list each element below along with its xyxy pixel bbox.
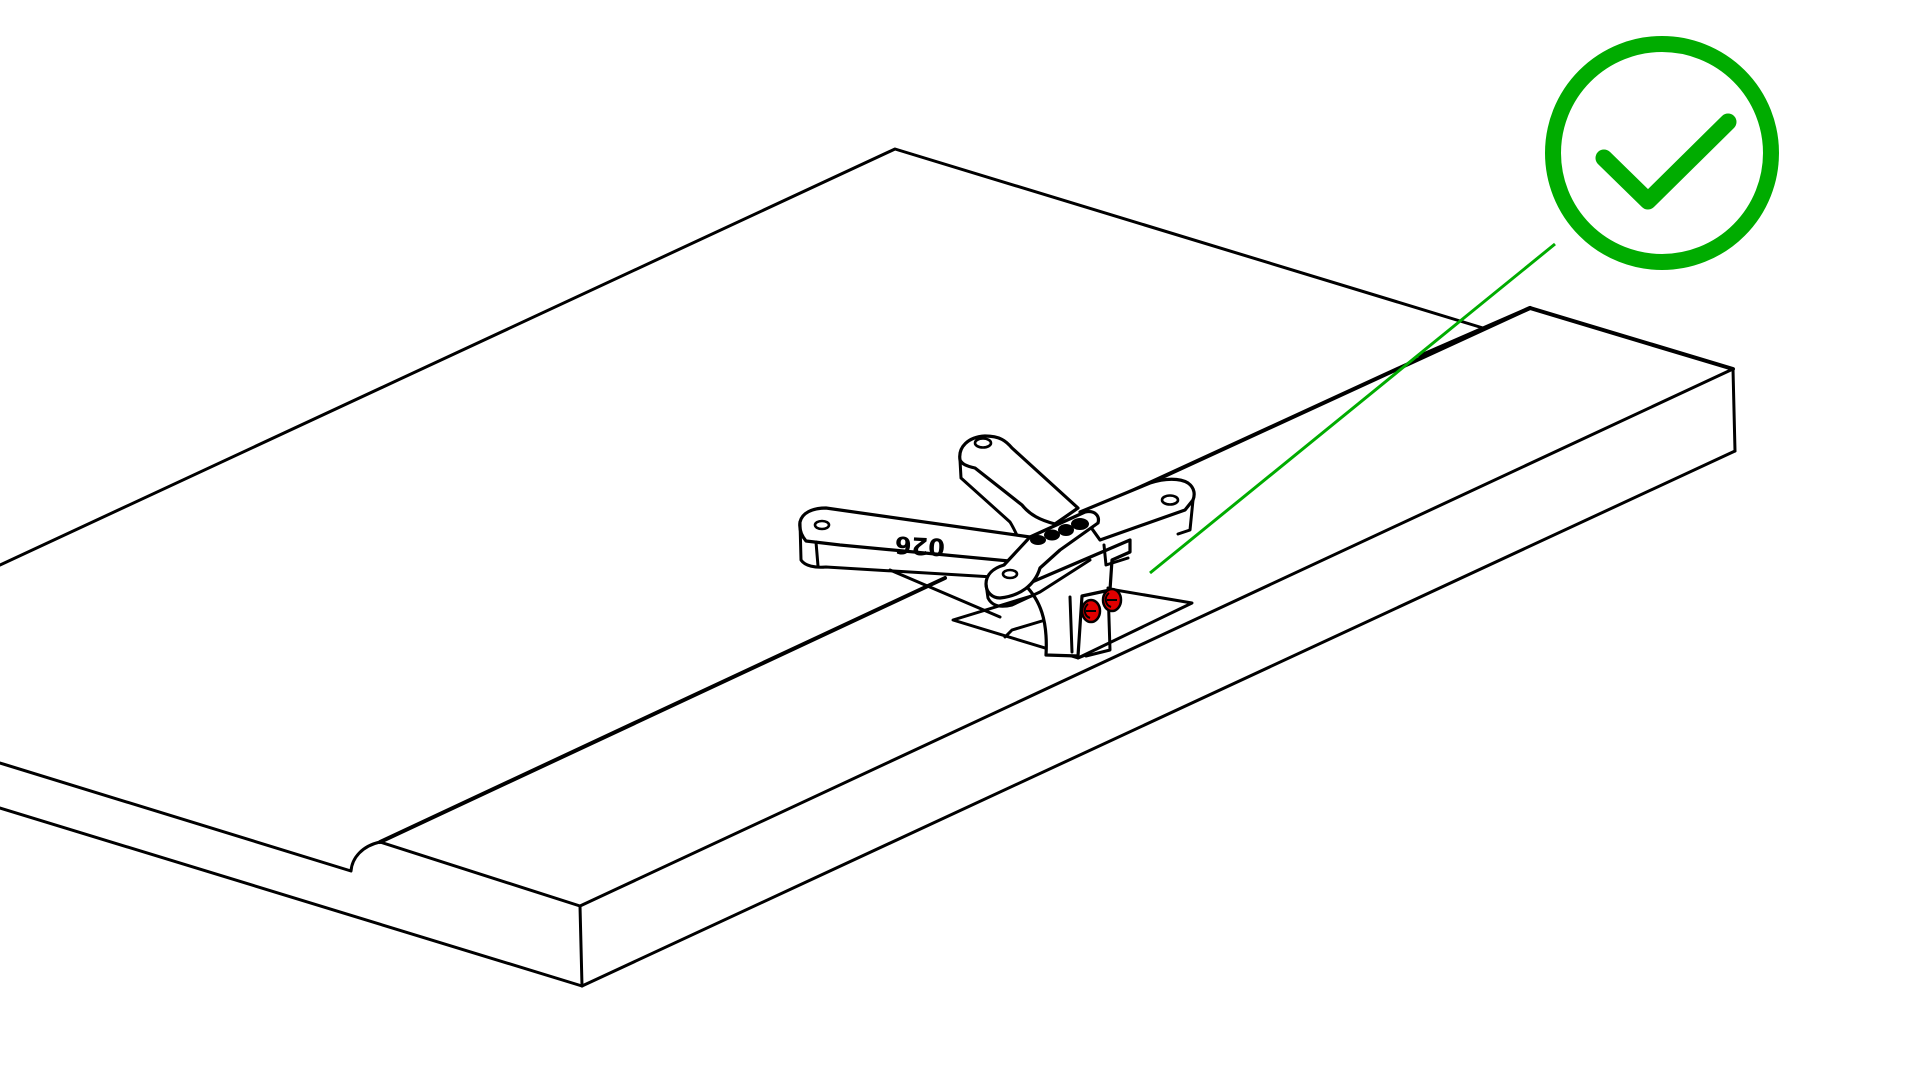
screw-icon	[1101, 587, 1123, 613]
screw-icon	[1080, 598, 1102, 624]
monitor-left-lower-edge	[0, 806, 584, 988]
callout-leader-line	[1149, 242, 1556, 575]
monitor-front-corner	[578, 904, 584, 988]
bracket-hole	[813, 519, 831, 531]
bracket-hole	[1001, 568, 1019, 580]
monitor-channel-edge	[378, 576, 947, 844]
bracket-screws	[1080, 587, 1123, 624]
check-circle-icon	[1545, 36, 1779, 270]
monitor-back-panel-outline	[0, 147, 1485, 567]
bracket-arm-right	[1078, 477, 1196, 542]
check-mark-icon	[1595, 113, 1737, 210]
correct-indicator	[1149, 36, 1779, 575]
monitor-channel-edge-upper	[1093, 306, 1532, 510]
monitor-right-edge	[1731, 367, 1737, 453]
bracket-center-engraving	[1030, 518, 1089, 545]
bracket-hole	[973, 437, 993, 449]
monitor-front-bottom-edge	[580, 449, 1737, 988]
monitor-front-top-edge	[578, 367, 1735, 908]
vesa-bracket: 026	[798, 434, 1196, 658]
bracket-hole	[1160, 494, 1180, 506]
bracket-engraved-label: 026	[894, 530, 946, 561]
bracket-arm-top	[958, 434, 1080, 526]
monitor-body	[0, 147, 1737, 988]
monitor-left-upper-edge	[0, 761, 582, 908]
